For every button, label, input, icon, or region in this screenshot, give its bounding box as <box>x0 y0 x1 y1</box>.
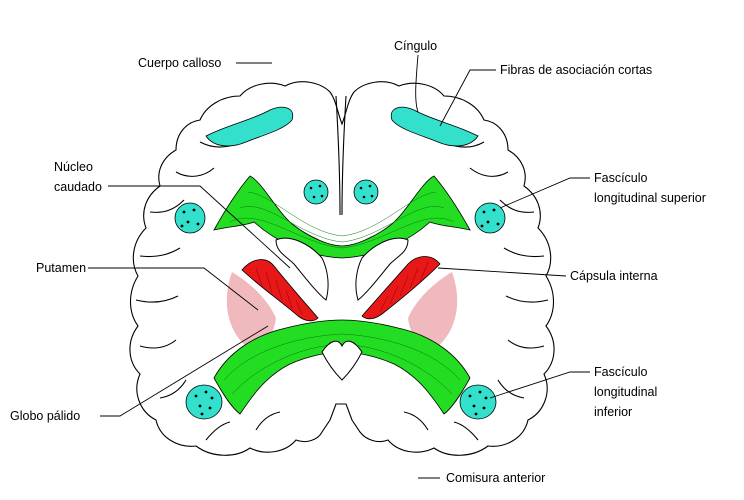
label-capsula-interna: Cápsula interna <box>570 269 658 283</box>
leader-fasciculo-sup <box>499 177 590 209</box>
interhemispheric-fissure <box>335 95 347 216</box>
inferior-tract <box>213 319 471 415</box>
internal-capsule <box>241 256 441 322</box>
leader-cingulo <box>415 54 419 113</box>
leader-globo <box>100 325 269 417</box>
label-fasciculo-inf-3: inferior <box>594 405 632 419</box>
label-globo-palido: Globo pálido <box>10 409 80 423</box>
leader-fibras <box>439 69 496 127</box>
label-fibras-asociacion: Fibras de asociación cortas <box>500 63 652 77</box>
label-fasciculo-inf-2: longitudinal <box>594 385 657 399</box>
leader-lines <box>88 54 590 479</box>
label-cingulo: Cíngulo <box>394 39 437 53</box>
label-nucleo-caudado-1: Núcleo <box>54 160 93 174</box>
label-fasciculo-sup-2: longitudinal superior <box>594 191 706 205</box>
label-cuerpo-calloso: Cuerpo calloso <box>138 56 221 70</box>
fiber-bundles <box>174 179 506 420</box>
leader-putamen <box>88 267 259 311</box>
cingulum <box>205 106 479 147</box>
label-comisura-anterior: Comisura anterior <box>446 471 545 485</box>
leader-nucleo <box>108 185 291 269</box>
label-nucleo-caudado-2: caudado <box>54 180 102 194</box>
label-putamen: Putamen <box>36 261 86 275</box>
leader-capsula <box>437 267 567 277</box>
label-fasciculo-inf-1: Fascículo <box>594 365 648 379</box>
leader-fasciculo-inf <box>489 371 590 399</box>
label-fasciculo-sup-1: Fascículo <box>594 171 648 185</box>
ventricles <box>275 237 409 381</box>
